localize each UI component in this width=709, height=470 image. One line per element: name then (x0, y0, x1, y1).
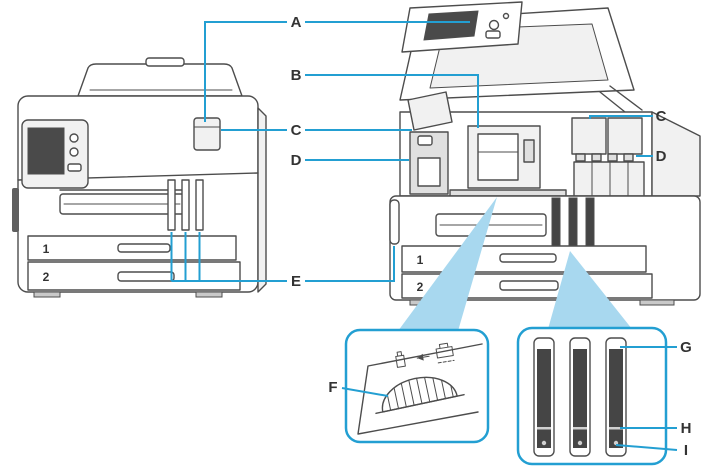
open-printer: 1 2 (389, 1, 701, 306)
cassette-2-label: 2 (43, 270, 50, 284)
ink-level-windows-open (551, 197, 595, 249)
panel-key (485, 30, 501, 39)
touch-screen-open (423, 10, 479, 41)
print-head-front (477, 133, 519, 181)
cassette-2-handle-open (499, 280, 559, 291)
ink-tank-dividers (591, 161, 629, 197)
single-dot (577, 440, 583, 446)
panel-button (502, 12, 510, 20)
printer-feet (33, 291, 223, 298)
closed-printer: 1 2 (12, 57, 267, 298)
print-head-latch (523, 139, 535, 163)
left-tank-window (417, 157, 441, 187)
callout-line-e (170, 232, 395, 282)
ink-valve-lever (375, 376, 465, 415)
ink-tank-cover-closed (193, 117, 221, 151)
ink-level-windows-closed (167, 179, 204, 231)
callout-line-f (341, 387, 389, 397)
callout-label-a: A (291, 14, 302, 31)
ink-tanks (573, 161, 645, 197)
ink-level-inset (516, 326, 668, 466)
panel-edges (357, 343, 483, 435)
side-grip (12, 188, 19, 232)
callout-label-d-right: D (656, 148, 667, 165)
callout-line-c-right (589, 115, 653, 119)
cassette-1-label-open: 1 (417, 253, 424, 267)
left-tank-cap (417, 135, 433, 146)
ink-bottle-icon (395, 351, 406, 368)
paper-support (77, 63, 243, 97)
callout-lines (170, 21, 678, 451)
callout-label-c-right: C (656, 108, 667, 125)
ink-window-bars (551, 197, 595, 249)
cassette-1-handle (117, 243, 171, 253)
callout-line-i (615, 444, 678, 451)
printer-icon (435, 342, 454, 359)
callout-label-h: H (681, 420, 692, 437)
lever-icons (395, 342, 455, 368)
callout-label-c-mid: C (291, 122, 302, 139)
lever-ridges (386, 376, 454, 411)
zoom-arrow-ink-levels (548, 251, 632, 329)
panel-key (67, 163, 82, 172)
platen (449, 189, 567, 197)
touch-screen (27, 127, 65, 175)
lever-inset (344, 328, 490, 444)
panel-button (488, 19, 500, 31)
callout-label-f: F (328, 379, 337, 396)
ink-tank-cover-open-2 (607, 117, 643, 155)
lever-base (375, 393, 465, 415)
callout-label-d-mid: D (291, 152, 302, 169)
ink-window-front (389, 199, 400, 245)
ink-level-inset-frame (516, 326, 668, 466)
arrow-left-head-icon (417, 353, 424, 361)
lower-limit-lines (537, 427, 623, 430)
panel-button (69, 133, 79, 143)
callout-line-a (204, 21, 470, 122)
callout-label-e: E (291, 273, 301, 290)
cassette-2-handle (117, 271, 175, 282)
paper-dashed-line (437, 359, 455, 364)
zoom-arrow-lever (398, 197, 497, 331)
callout-label-g: G (680, 339, 692, 356)
callout-letters: A B C D E F C D G H I (291, 14, 692, 459)
left-ink-tank-cover-open (407, 91, 453, 131)
callout-label-b: B (291, 67, 302, 84)
ink-fill-levels (537, 349, 623, 448)
panel-button (69, 147, 79, 157)
right-top-panel (651, 111, 701, 197)
single-dot (541, 440, 547, 446)
printer-side-panel (257, 107, 267, 293)
callout-label-i: I (684, 442, 688, 459)
cassette-1-label: 1 (43, 242, 50, 256)
callout-line-b (305, 74, 479, 128)
paper-support-handle (145, 57, 185, 67)
ink-tank-cover-open-1 (571, 117, 607, 155)
cassette-1-handle-open (499, 253, 557, 263)
tank-caps (575, 153, 634, 162)
ink-fill-dark (537, 349, 623, 448)
zoom-arrows (398, 197, 632, 331)
cassette-2-label-open: 2 (417, 280, 424, 294)
